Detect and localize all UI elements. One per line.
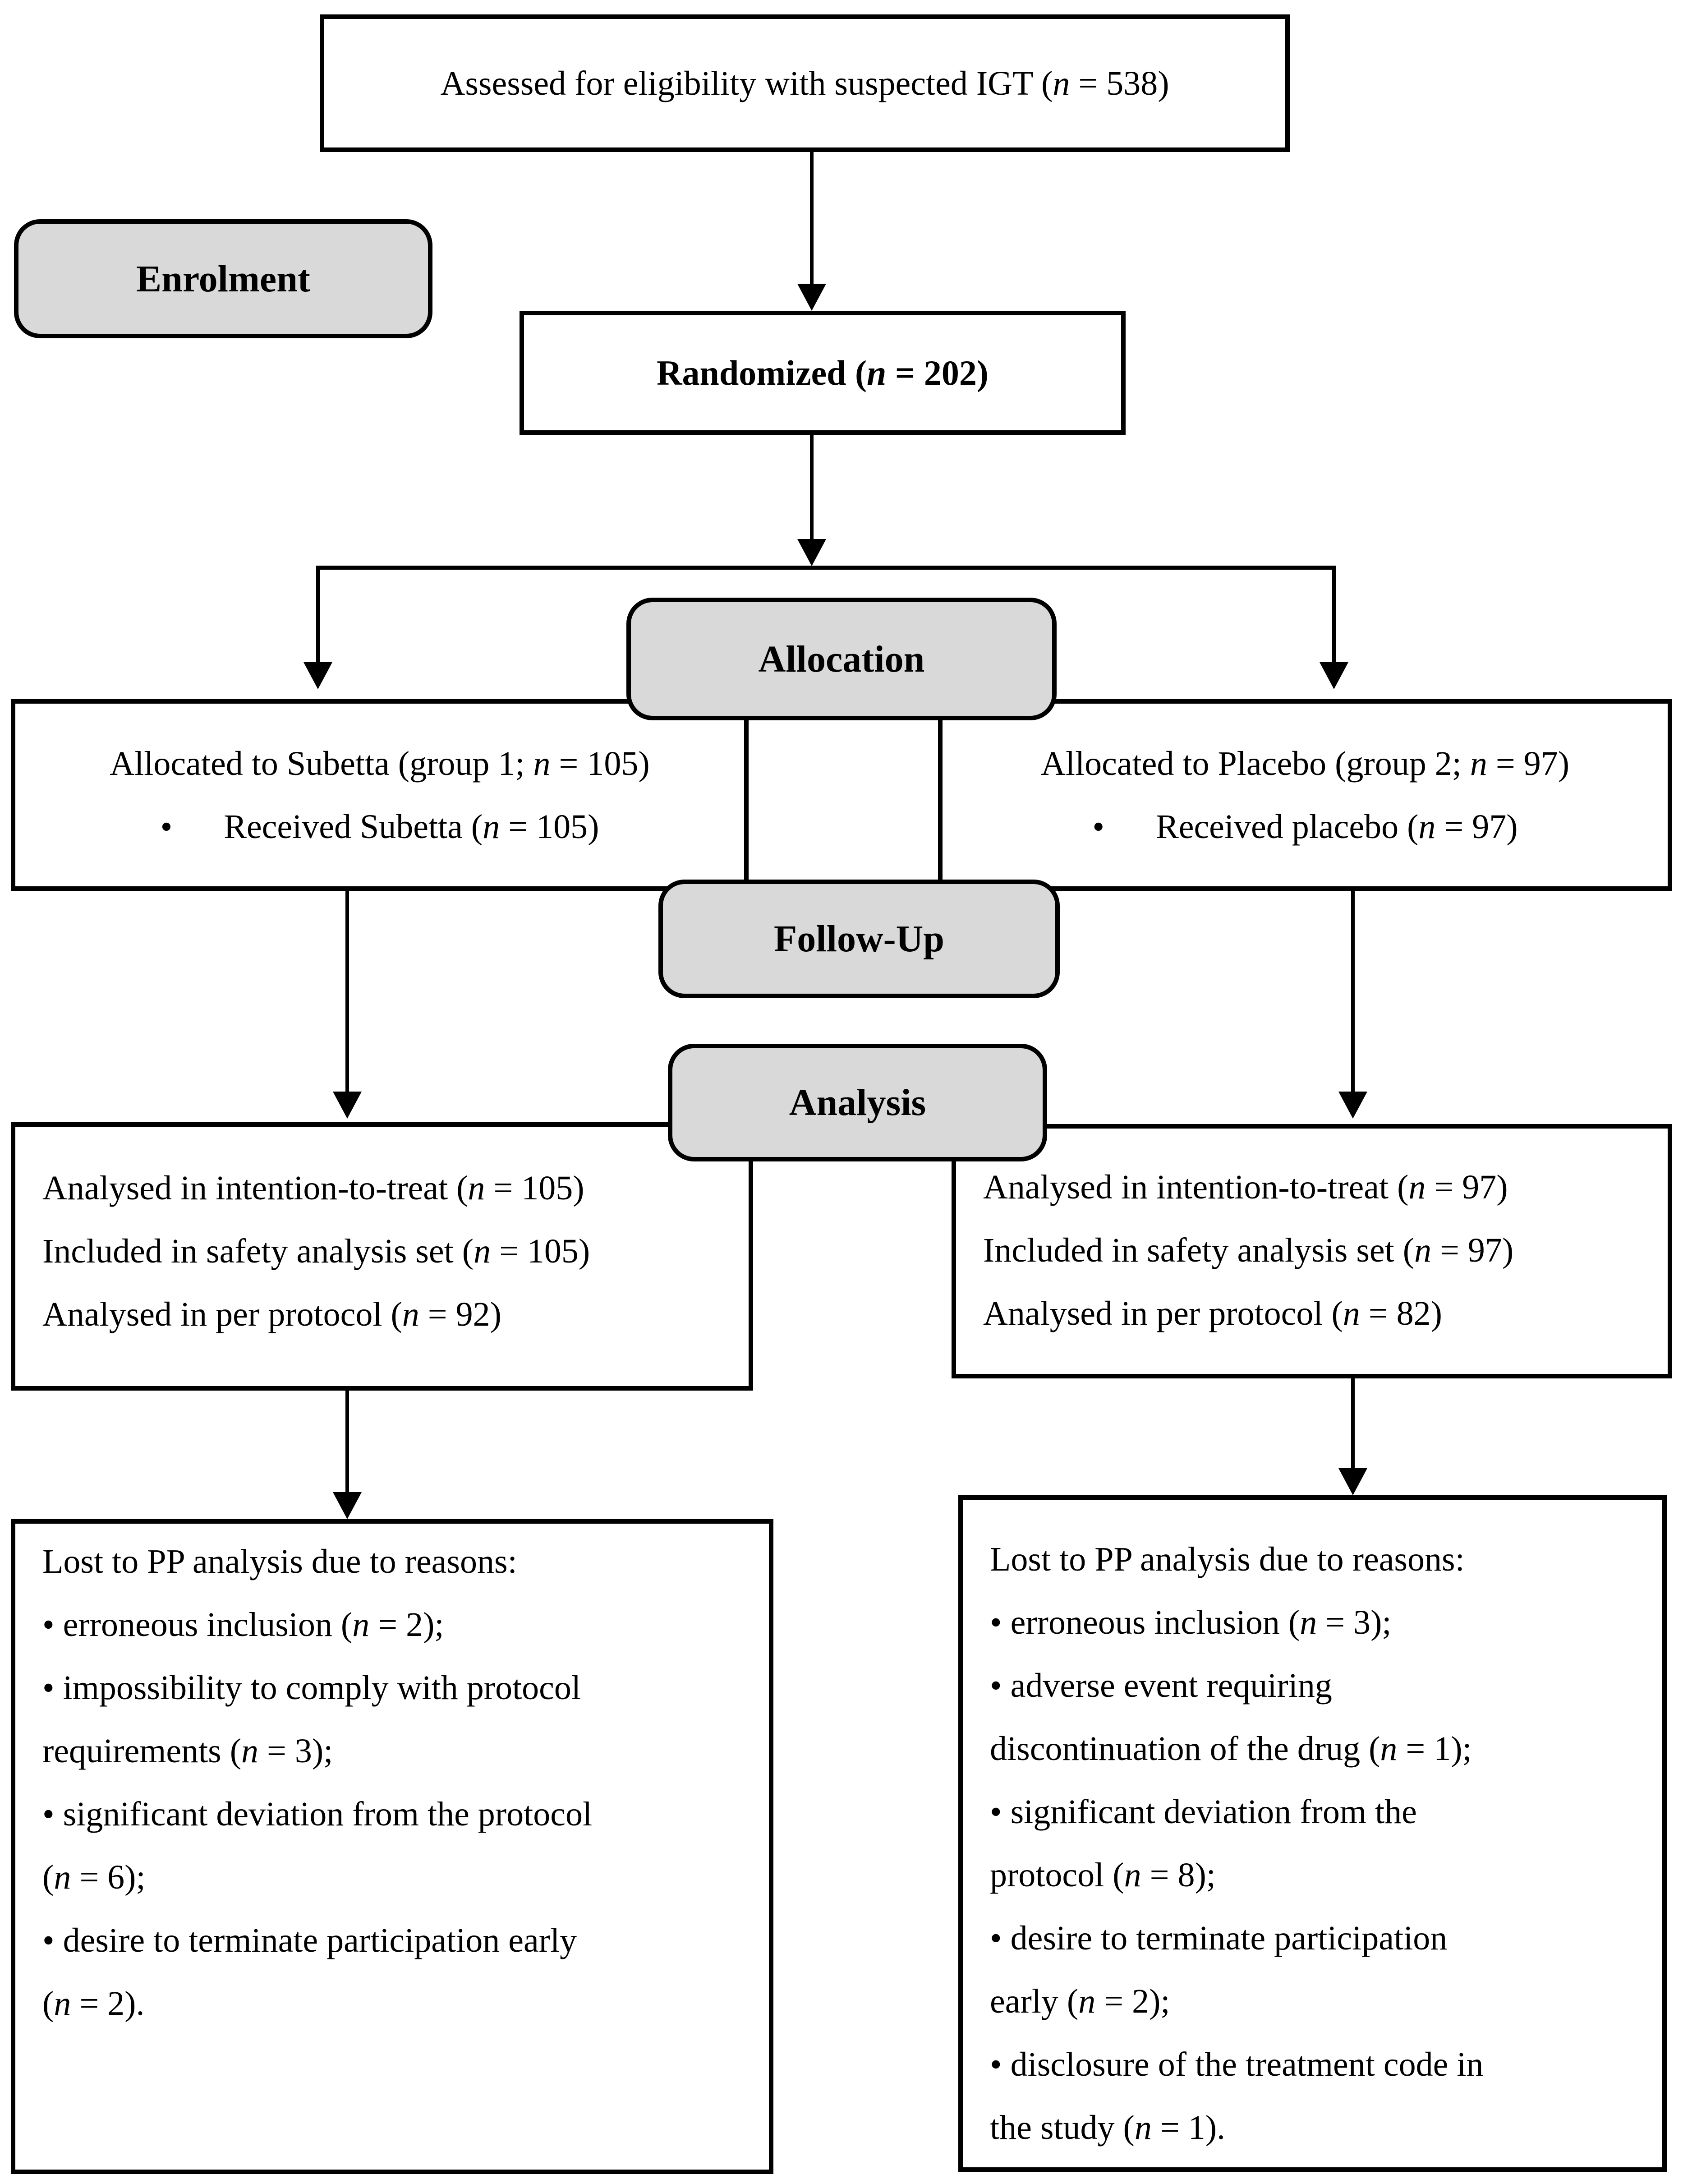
box-lines: Lost to PP analysis due to reasons:• err… [42,1543,593,2023]
arrowhead-down-icon [333,1092,362,1119]
enrolment-stage-label: Enrolment [14,219,432,338]
analysis-stage-text: Analysis [789,1082,926,1124]
randomized-text: Randomized (n = 202) [657,353,989,392]
box-lines: Analysed in intention-to-treat (n = 97)I… [983,1168,1514,1332]
analysis-stage-label: Analysis [668,1044,1047,1161]
arrowhead-down-icon [797,539,826,566]
allocation-stage-label: Allocation [626,598,1057,720]
eligibility-text: Assessed for eligibility with suspected … [440,64,1169,102]
followup-stage-text: Follow-Up [774,918,944,960]
lost-pp-placebo-box: Lost to PP analysis due to reasons:• err… [958,1495,1667,2172]
allocated-subetta-box: Allocated to Subetta (group 1; n = 105)•… [11,699,749,891]
allocation-stage-text: Allocation [758,638,925,680]
arrowhead-down-icon [797,284,826,311]
box-lines: Analysed in intention-to-treat (n = 105)… [42,1169,590,1333]
allocated-placebo-box: Allocated to Placebo (group 2; n = 97)• … [938,699,1672,891]
connector-analysis-lost-left-line [345,1391,349,1494]
arrowhead-down-icon [333,1492,362,1519]
connector-allocation-analysis-right-line [1351,891,1355,1092]
arrowhead-down-icon [1338,1468,1367,1495]
connector-randomized-branch-line [810,435,814,539]
box-lines: Allocated to Placebo (group 2; n = 97)• … [1040,744,1570,846]
enrolment-stage-text: Enrolment [136,258,310,300]
box-lines: Allocated to Subetta (group 1; n = 105)•… [110,744,650,846]
connector-analysis-lost-right-line [1351,1378,1355,1470]
connector-branch-left-line [316,570,320,662]
arrowhead-down-icon [1320,662,1348,689]
connector-allocation-analysis-left-line [345,891,349,1092]
connector-eligibility-randomized-line [810,152,814,285]
analysis-placebo-box: Analysed in intention-to-treat (n = 97)I… [952,1124,1672,1378]
eligibility-box: Assessed for eligibility with suspected … [320,14,1290,152]
arrowhead-down-icon [1338,1092,1367,1119]
box-lines: Lost to PP analysis due to reasons:• err… [990,1540,1484,2147]
lost-pp-subetta-box: Lost to PP analysis due to reasons:• err… [11,1519,773,2174]
arrowhead-down-icon [303,662,332,689]
branch-line [316,566,1336,570]
analysis-subetta-box: Analysed in intention-to-treat (n = 105)… [11,1122,753,1391]
followup-stage-label: Follow-Up [658,880,1060,998]
connector-branch-right-line [1332,570,1336,662]
randomized-box: Randomized (n = 202) [520,311,1126,435]
